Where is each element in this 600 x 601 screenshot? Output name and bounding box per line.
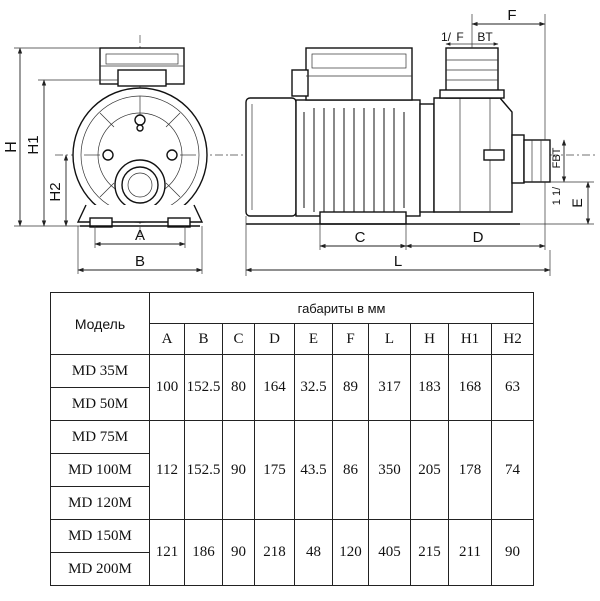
label-C: C (355, 229, 366, 246)
value-h2: 90 (490, 519, 535, 586)
value-h: 205 (410, 420, 449, 520)
label-L: L (394, 253, 402, 270)
pump-dimension-drawing: H H1 H2 A B (3, 7, 595, 276)
model-header: Модель (50, 292, 150, 355)
model-name: MD 100M (50, 453, 150, 487)
thread-top-f: F (456, 30, 463, 44)
model-name: MD 50M (50, 387, 150, 421)
value-f: 89 (332, 354, 369, 421)
value-d: 218 (254, 519, 295, 586)
column-header-a: A (149, 323, 185, 355)
model-name: MD 200M (50, 552, 150, 586)
column-header-h1: H1 (448, 323, 492, 355)
dimensions-table: Модель габариты в мм A B C D E F L H H1 … (50, 292, 535, 586)
column-header-b: B (184, 323, 223, 355)
value-a: 112 (149, 420, 185, 520)
value-l: 350 (368, 420, 411, 520)
value-d: 175 (254, 420, 295, 520)
model-name: MD 75M (50, 420, 150, 454)
value-b: 186 (184, 519, 223, 586)
value-c: 90 (222, 519, 255, 586)
model-name: MD 150M (50, 519, 150, 553)
column-header-l: L (368, 323, 411, 355)
thread-top-prefix: 1/ (441, 30, 452, 44)
thread-side-fbt: FBT (551, 147, 563, 168)
value-l: 405 (368, 519, 411, 586)
front-view: H H1 H2 A B (3, 35, 230, 274)
label-H: H (3, 141, 20, 153)
column-header-f: F (332, 323, 369, 355)
value-h1: 168 (448, 354, 492, 421)
table-header-row: Модель габариты в мм (50, 292, 535, 355)
dimensions-header: габариты в мм (148, 292, 535, 324)
table-row: MD 200M (50, 552, 534, 586)
column-header-h: H (410, 323, 449, 355)
label-D: D (473, 229, 484, 246)
column-header-d: D (254, 323, 295, 355)
value-c: 80 (222, 354, 255, 421)
column-header-h2: H2 (490, 323, 535, 355)
value-e: 32.5 (294, 354, 333, 421)
value-d: 164 (254, 354, 295, 421)
value-f: 120 (332, 519, 369, 586)
value-b: 152.5 (184, 354, 223, 421)
model-name: MD 120M (50, 486, 150, 520)
model-name: MD 35M (50, 354, 150, 388)
label-E: E (569, 198, 585, 207)
value-l: 317 (368, 354, 411, 421)
thread-side-prefix: 1 1/ (551, 186, 563, 205)
table-row: MD 50M (50, 387, 534, 421)
column-header-e: E (294, 323, 333, 355)
value-b: 152.5 (184, 420, 223, 520)
label-H1: H1 (25, 135, 42, 154)
label-A: A (135, 227, 145, 244)
value-h1: 178 (448, 420, 492, 520)
value-f: 86 (332, 420, 369, 520)
label-H2: H2 (47, 182, 64, 201)
label-F: F (507, 7, 516, 24)
value-a: 100 (149, 354, 185, 421)
value-e: 48 (294, 519, 333, 586)
side-view: F 1/ F BT 1 1/ FBT E C D L (230, 7, 595, 276)
value-a: 121 (149, 519, 185, 586)
value-h: 183 (410, 354, 449, 421)
column-header-c: C (222, 323, 255, 355)
value-h2: 63 (490, 354, 535, 421)
thread-top-bt: BT (477, 30, 493, 44)
value-h: 215 (410, 519, 449, 586)
value-h1: 211 (448, 519, 492, 586)
value-c: 90 (222, 420, 255, 520)
table-row: MD 100M (50, 453, 534, 487)
value-h2: 74 (490, 420, 535, 520)
value-e: 43.5 (294, 420, 333, 520)
label-B: B (135, 253, 145, 270)
